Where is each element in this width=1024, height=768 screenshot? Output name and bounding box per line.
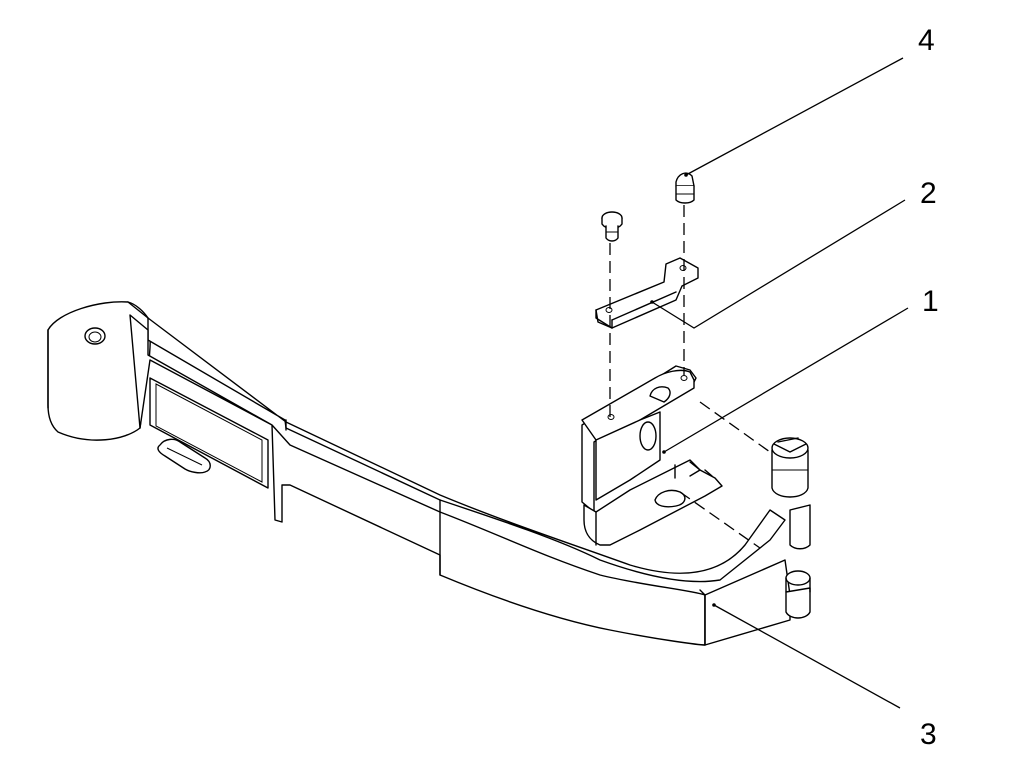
callout-1: 1 <box>922 285 939 318</box>
part-3-arm <box>47 301 791 646</box>
part-4-rivet-right <box>675 172 695 204</box>
callout-3: 3 <box>920 718 937 751</box>
pin-assembly <box>771 437 811 619</box>
callout-2: 2 <box>920 177 937 210</box>
assembly-centerlines <box>609 205 771 549</box>
part-2-plate <box>595 257 699 329</box>
part-4-rivet-left <box>601 211 623 242</box>
leader-lines <box>650 57 909 709</box>
callout-4: 4 <box>918 24 935 57</box>
part-1-bracket <box>581 365 723 546</box>
